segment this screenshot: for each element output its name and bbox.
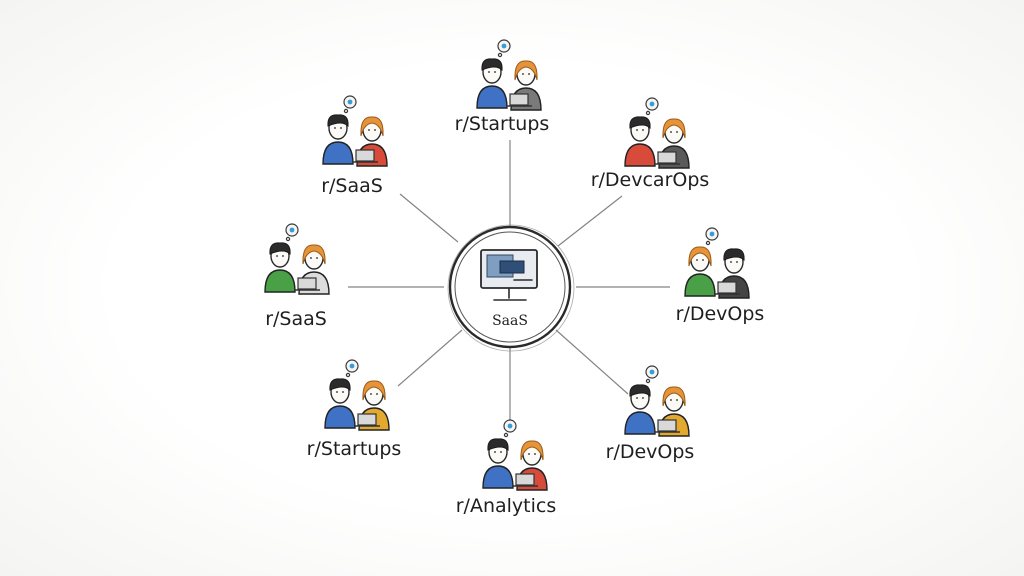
thought-bubble-icon — [345, 359, 359, 378]
spoke-bottom-right — [555, 329, 629, 395]
node-label: r/DevcarOps — [591, 169, 710, 191]
thought-bubble-icon — [343, 95, 357, 114]
thought-bubble-icon — [645, 365, 659, 384]
node-bottom-right: r/DevOps — [606, 365, 695, 463]
monitor-icon — [480, 249, 538, 301]
laptop-icon — [506, 93, 532, 107]
community-nodes: r/Startups r/DevcarOps r/DevOps r/DevOps r/A… — [264, 39, 765, 517]
person-left-icon — [482, 438, 514, 489]
saas-hub: SaaS — [447, 224, 575, 352]
thought-bubble-icon — [503, 419, 517, 438]
laptop-icon — [352, 149, 378, 163]
node-right: r/DevOps — [676, 227, 765, 325]
person-left-icon — [264, 242, 296, 293]
laptop-icon — [714, 281, 740, 295]
person-left-icon — [476, 58, 508, 109]
hub-label: SaaS — [492, 313, 528, 329]
person-left-icon — [322, 114, 354, 165]
spoke-top-left — [399, 193, 459, 243]
node-label: r/Analytics — [456, 495, 557, 517]
thought-bubble-icon — [497, 39, 511, 58]
thought-bubble-icon — [285, 223, 299, 242]
node-label: r/Startups — [455, 113, 550, 135]
person-left-icon — [684, 246, 716, 297]
node-top-left: r/SaaS — [321, 95, 388, 197]
thought-bubble-icon — [645, 97, 659, 116]
node-label: r/DevOps — [676, 303, 765, 325]
person-left-icon — [624, 384, 656, 435]
node-label: r/SaaS — [265, 308, 327, 330]
person-left-icon — [324, 378, 356, 429]
laptop-icon — [654, 151, 680, 165]
node-bottom-left: r/Startups — [307, 359, 402, 460]
spokes — [348, 140, 670, 420]
node-left: r/SaaS — [264, 223, 330, 330]
node-top: r/Startups — [455, 39, 550, 135]
spoke-top-right — [557, 195, 623, 247]
node-label: r/SaaS — [321, 175, 383, 197]
person-left-icon — [624, 116, 656, 167]
laptop-icon — [294, 277, 320, 291]
node-top-right: r/DevcarOps — [591, 97, 710, 191]
node-bottom: r/Analytics — [456, 419, 557, 517]
node-label: r/DevOps — [606, 441, 695, 463]
laptop-icon — [654, 419, 680, 433]
thought-bubble-icon — [705, 227, 719, 246]
spoke-bottom-left — [397, 329, 463, 387]
node-label: r/Startups — [307, 438, 402, 460]
laptop-icon — [512, 473, 538, 487]
laptop-icon — [354, 413, 380, 427]
